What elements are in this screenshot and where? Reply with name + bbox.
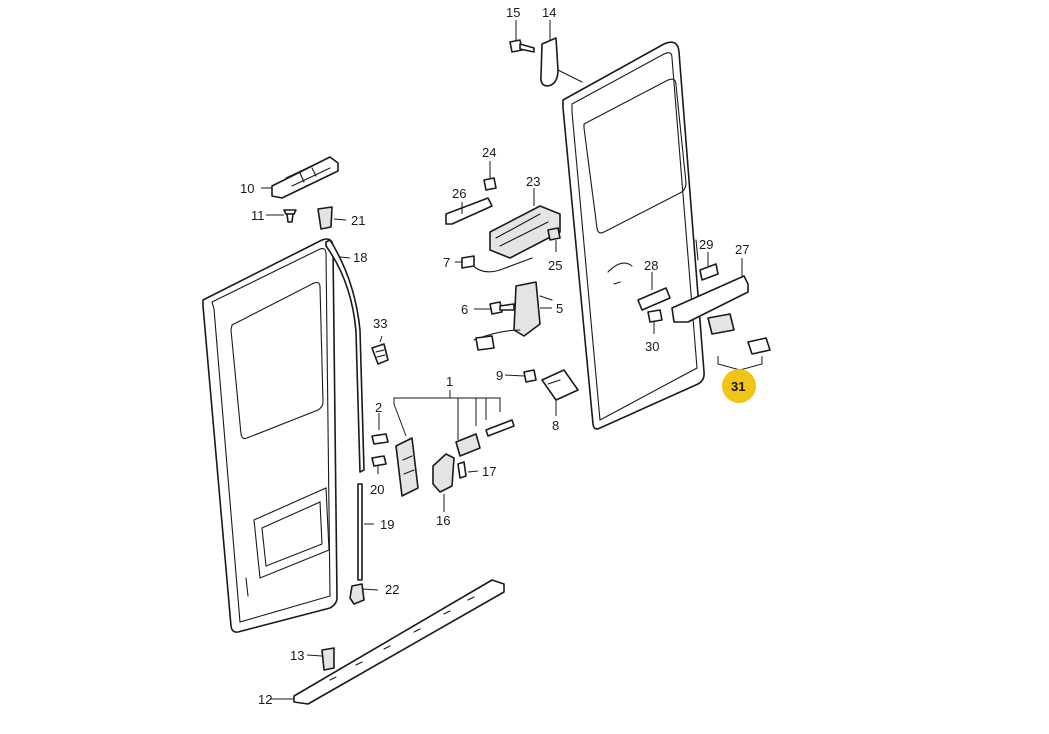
callout-15: 15 [506,5,520,20]
clip-33 [371,343,389,365]
callout-33: 33 [373,316,387,331]
cable-7 [469,257,533,273]
callout-24: 24 [482,145,496,160]
callout-2: 2 [375,400,382,415]
callout-16: 16 [436,513,450,528]
nut-25 [547,227,561,241]
callout-20: 20 [370,482,384,497]
callout-labels: 1 2 5 6 7 8 9 10 11 12 13 14 15 16 17 18… [240,5,749,707]
lock-motor-23 [489,205,561,259]
highlight-marker[interactable] [722,369,756,403]
screw-6 [489,301,515,315]
callout-14: 14 [542,5,556,20]
left-door-panel [202,238,338,633]
rod-end-22 [349,583,365,605]
screw-11 [283,209,297,223]
callout-5: 5 [556,301,563,316]
callout-11: 11 [251,208,265,223]
callout-28: 28 [644,258,658,273]
callout-13: 13 [290,648,304,663]
callout-26: 26 [452,186,466,201]
callout-12: 12 [258,692,272,707]
cap-21 [317,206,333,230]
screw-24 [483,177,497,191]
callout-31[interactable]: 31 [731,379,745,394]
bracket-26 [445,197,493,225]
cover-28 [637,287,671,311]
hinge-strip [271,156,339,199]
callout-6: 6 [461,302,468,317]
callout-1: 1 [446,374,453,389]
callout-8: 8 [552,418,559,433]
right-door-panel [562,41,705,430]
callout-18: 18 [353,250,367,265]
callout-30: 30 [645,339,659,354]
cap-29 [699,263,719,281]
callout-10: 10 [240,181,254,196]
hinge-link-14 [540,37,583,87]
screw-9 [523,369,537,383]
callout-22: 22 [385,582,399,597]
callout-29: 29 [699,237,713,252]
callout-21: 21 [351,213,365,228]
callout-9: 9 [496,368,503,383]
callout-7: 7 [443,255,450,270]
callout-17: 17 [482,464,496,479]
latch-5 [473,281,553,351]
handle-27 [671,275,749,323]
bracket-8 [541,369,579,401]
screw-30 [647,309,663,323]
callout-25: 25 [548,258,562,273]
screw-15 [509,39,535,53]
callout-27: 27 [735,242,749,257]
callout-19: 19 [380,517,394,532]
callout-23: 23 [526,174,540,189]
leader-lines [261,20,743,700]
clip-13 [321,647,335,671]
hinge-assembly [371,419,515,497]
lock-rod [325,239,365,581]
sill-strip-12 [293,579,505,705]
lock-cylinder-31 [707,313,771,355]
